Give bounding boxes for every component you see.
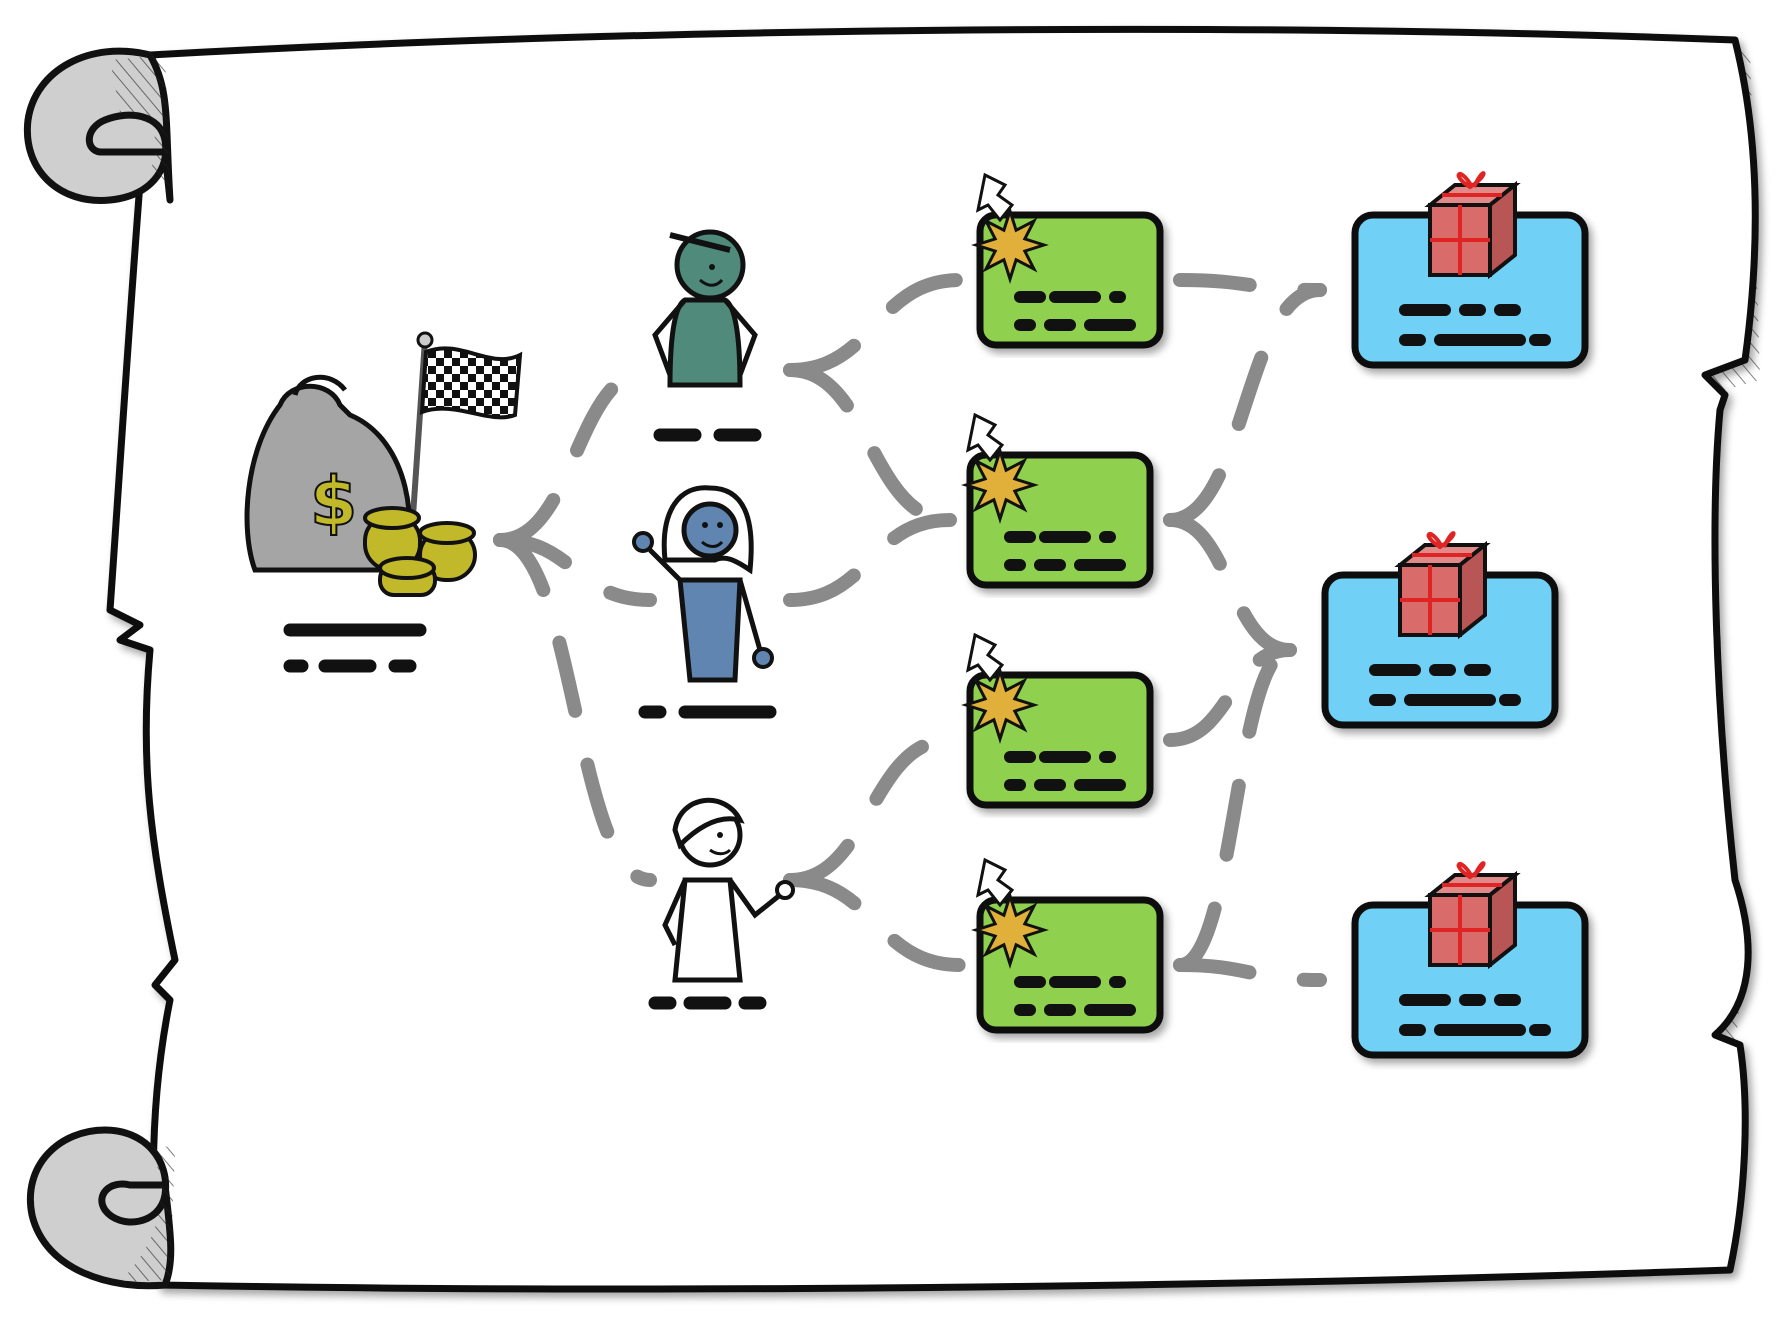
- person-2: [632, 485, 777, 719]
- click-starburst-icon: [961, 632, 1039, 744]
- gift-box-icon: [1424, 171, 1521, 280]
- person-1: [652, 229, 762, 442]
- connector-lines: [493, 273, 1327, 987]
- person-cap-icon: [652, 229, 758, 388]
- connector-person-1-to-step-2: [783, 363, 957, 527]
- gift-box-icon: [1424, 861, 1521, 970]
- person-3: [648, 797, 795, 1010]
- connector-step-2-to-reward-1: [1163, 283, 1327, 527]
- gift-box-icon: [1394, 531, 1491, 640]
- connector-person-2-to-step-2: [783, 513, 957, 607]
- reward-2-card: [1321, 531, 1559, 729]
- svg-text:$: $: [310, 463, 357, 542]
- connector-person-3-to-step-3: [783, 733, 957, 887]
- connector-goal-to-person-1: [493, 363, 657, 547]
- connector-step-4-to-reward-3: [1173, 958, 1327, 987]
- click-starburst-icon: [971, 172, 1049, 284]
- scroll-curl-top-hatch: [110, 55, 170, 195]
- step-3-label-placeholder: [1004, 751, 1126, 791]
- connector-person-1-to-step-1: [783, 273, 967, 377]
- step-3-card: [961, 632, 1154, 809]
- step-4-card: [971, 857, 1164, 1034]
- money-bag-flag-icon: $: [244, 331, 523, 597]
- step-2-label-placeholder: [1004, 531, 1126, 571]
- step-1-label-placeholder: [1014, 291, 1136, 331]
- reward-1-label-placeholder: [1399, 304, 1551, 346]
- reward-2-label-placeholder: [1369, 664, 1521, 706]
- reward-3-label-placeholder: [1399, 994, 1551, 1036]
- connector-goal-to-person-2: [493, 533, 657, 607]
- person-shorthair-icon: [662, 797, 795, 983]
- step-4-label-placeholder: [1014, 976, 1136, 1016]
- step-1-card: [971, 172, 1164, 349]
- connector-step-2-to-reward-2: [1163, 513, 1297, 657]
- connector-goal-to-person-3: [493, 533, 657, 887]
- scroll-curl-bottom-hatch: [120, 1140, 175, 1282]
- click-starburst-icon: [961, 412, 1039, 524]
- scroll-background: [23, 25, 1760, 1293]
- reward-1-card: [1351, 171, 1589, 369]
- reward-cards: [1321, 171, 1589, 1059]
- goal-node: $: [244, 331, 523, 673]
- goal-label-placeholder: [283, 623, 427, 673]
- connector-step-3-to-reward-2: [1163, 643, 1297, 747]
- step-cards: [961, 172, 1164, 1034]
- scroll-sheet: [106, 25, 1759, 1293]
- connector-step-4-to-reward-2: [1173, 643, 1297, 972]
- click-starburst-icon: [971, 857, 1049, 969]
- person-longhair-icon: [632, 485, 774, 683]
- connector-person-3-to-step-4: [783, 873, 967, 972]
- reward-3-card: [1351, 861, 1589, 1059]
- step-2-card: [961, 412, 1154, 589]
